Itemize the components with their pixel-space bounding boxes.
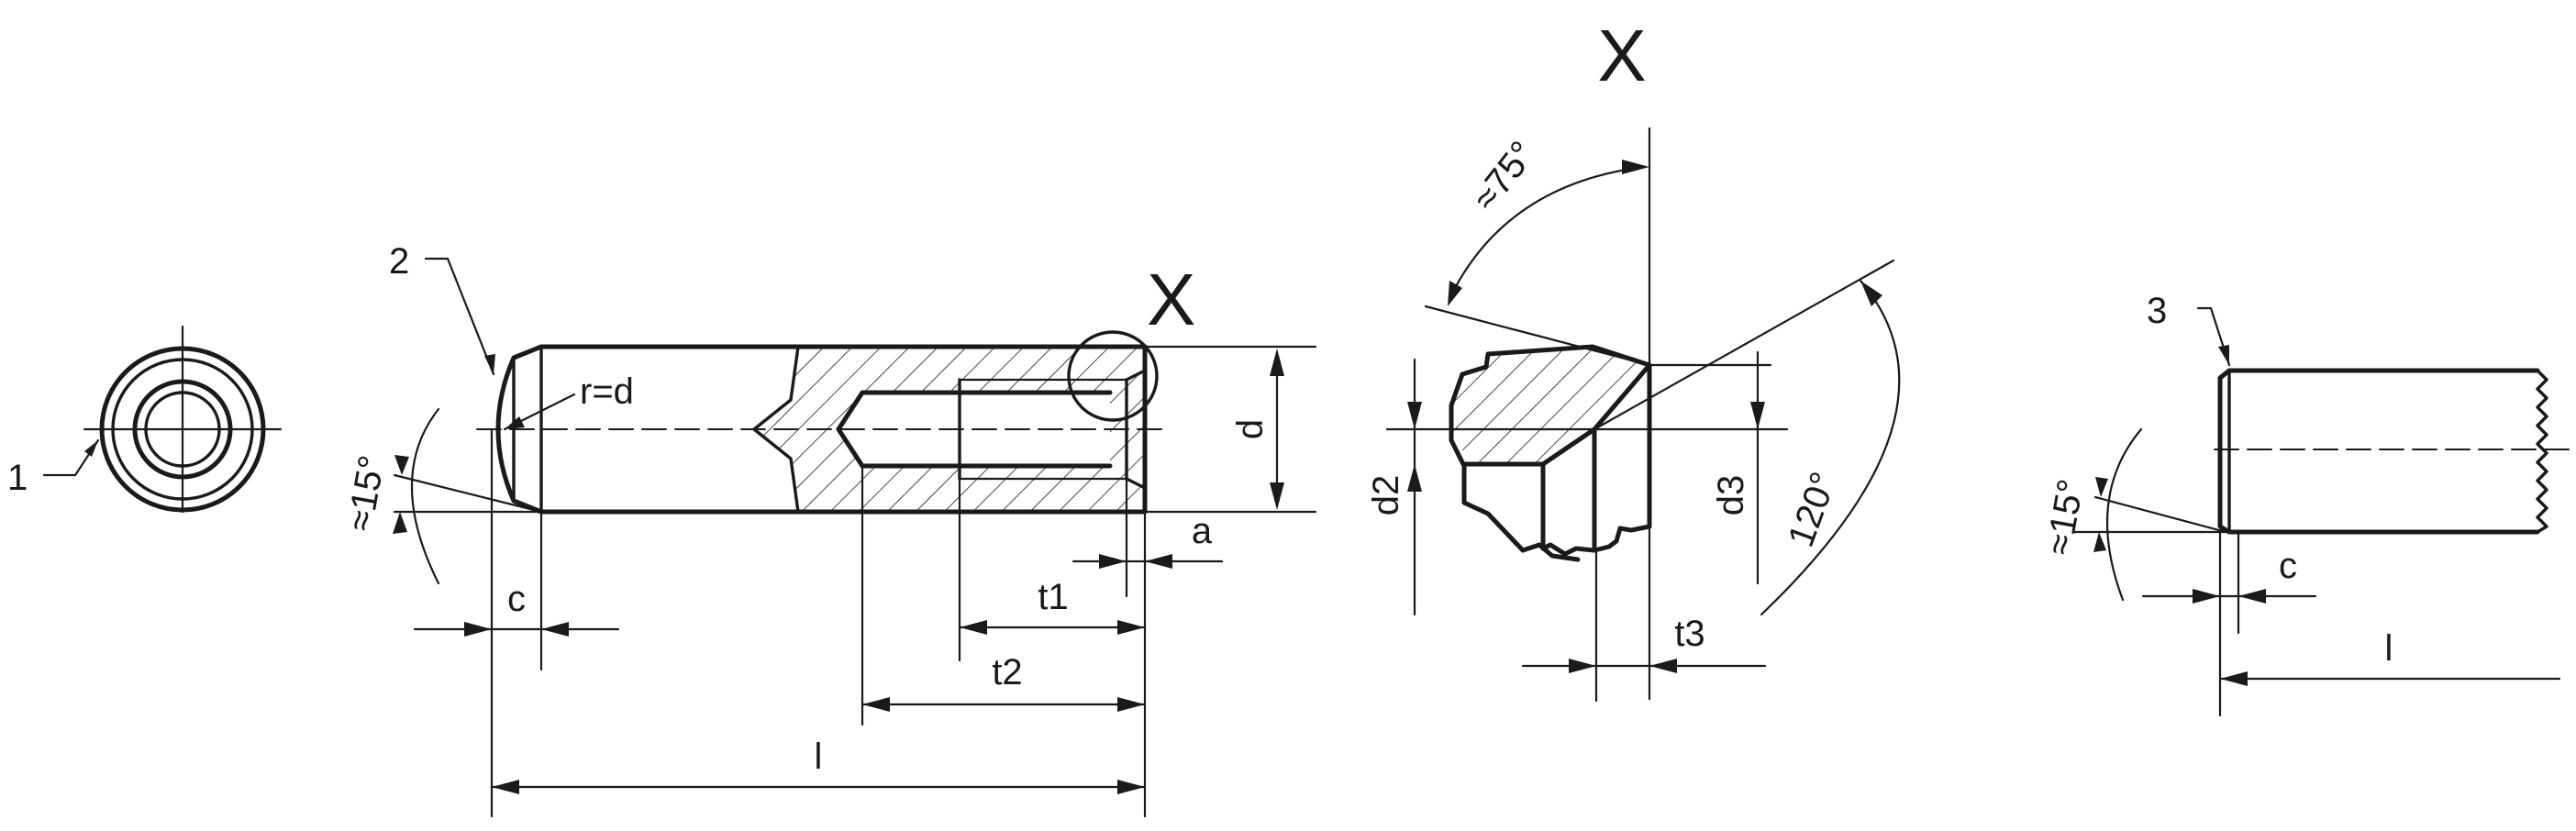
end-view-outer-circle: [99, 346, 266, 513]
angle-15-line: [393, 473, 543, 514]
c-right-label: c: [2279, 546, 2297, 586]
a-label: a: [1192, 511, 1213, 551]
t3-arrow-right: [1649, 659, 1677, 673]
callout-3-arrow: [2218, 345, 2229, 365]
angle-75-arrow: [1622, 160, 1649, 174]
plain-pin-break: [2536, 369, 2548, 534]
detail-outline-left: [1449, 344, 1652, 562]
radius-arrow: [505, 416, 525, 429]
c-left-label: c: [507, 579, 526, 619]
l-arrow-right: [1117, 780, 1145, 794]
a-arrow-left: [1099, 554, 1127, 569]
angle-120-line: [1593, 259, 1895, 431]
t2-label: t2: [992, 652, 1022, 692]
angle-15-right-arc: [2105, 427, 2143, 602]
detail-x-title: X: [1597, 15, 1646, 96]
d3-arrow: [1750, 402, 1765, 429]
angle-120-label: 120°: [1781, 467, 1845, 552]
detail-countersink-cone: [1592, 362, 1652, 432]
t1-arrow-right: [1117, 620, 1145, 635]
d2-label: d2: [1366, 475, 1406, 516]
c-arrow-left: [464, 622, 492, 637]
angle-15-right-label: ≈15°: [2038, 476, 2092, 558]
end-view-bore-circle: [132, 379, 233, 480]
detail-hatch: [1449, 347, 1649, 464]
callout-3-label: 3: [2147, 291, 2167, 331]
d-arrow-bottom: [1270, 482, 1284, 510]
angle-75-arrow-bottom: [1448, 281, 1462, 306]
detail-countersink-lower: [1540, 427, 1597, 467]
c-right-arrow-left: [2193, 589, 2220, 604]
callout-2-arrow: [484, 354, 495, 374]
angle-75-arc: [1453, 165, 1646, 290]
c-arrow-right: [541, 622, 569, 637]
angle-15-arc: [411, 407, 440, 585]
angle-15-right-arrow-bottom: [2093, 532, 2106, 552]
t3-arrow-left: [1569, 659, 1596, 673]
callout-2-leader: [424, 257, 495, 376]
callout-1-leader: [42, 438, 100, 477]
callout-2-label: 2: [389, 241, 409, 282]
section-hatch: [754, 347, 1145, 512]
l-right-arrow: [2220, 671, 2248, 686]
countersink-bottom: [1125, 477, 1147, 490]
countersink-top: [1125, 369, 1147, 382]
t1-arrow-left: [960, 620, 987, 635]
d2-arrow-top: [1407, 464, 1422, 492]
angle-120-arrow: [1860, 281, 1882, 306]
angle-15-arrow-bottom: [393, 512, 407, 534]
l-left-label: l: [815, 737, 823, 777]
c-right-arrow-right: [2238, 589, 2266, 604]
end-view: 1: [7, 325, 283, 514]
detail-x-marker: X: [1147, 259, 1195, 340]
detail-x-circle: [1067, 330, 1159, 422]
callout-1-arrow: [84, 440, 98, 457]
detail-break-line: [1540, 524, 1652, 557]
angle-75-line: [1424, 305, 1651, 367]
angle-120-arc: [1760, 279, 1901, 616]
t2-arrow-left: [862, 697, 890, 712]
d3-label: d3: [1711, 475, 1751, 516]
radius-label: r=d: [580, 371, 634, 412]
angle-15-left-label: ≈15°: [339, 452, 393, 534]
end-view-chamfer-circle: [111, 358, 254, 501]
bore-outline: [836, 390, 1113, 469]
t2-arrow-right: [1117, 697, 1145, 712]
a-arrow-right: [1145, 554, 1172, 569]
detail-x: X ≈75° 120° d2 d: [1366, 15, 1901, 703]
plain-end-view: 3 ≈15° c l: [2038, 291, 2570, 717]
callout-1-label: 1: [7, 458, 28, 498]
angle-15-right-line: [2093, 495, 2227, 534]
main-pin: X 2 r=d d ≈15° c: [339, 241, 1317, 818]
l-arrow-left: [492, 780, 519, 794]
plain-pin-outline: [2217, 368, 2540, 535]
t3-label: t3: [1674, 614, 1704, 654]
angle-15-arrow-top: [394, 455, 409, 475]
d-arrow-top: [1270, 349, 1284, 376]
l-right-label: l: [2385, 628, 2393, 669]
d-label: d: [1230, 419, 1271, 439]
angle-15-right-arrow-top: [2095, 477, 2108, 497]
end-view-inner-circle: [144, 391, 221, 468]
d2-arrow-bottom: [1407, 402, 1422, 429]
t1-label: t1: [1038, 577, 1068, 617]
